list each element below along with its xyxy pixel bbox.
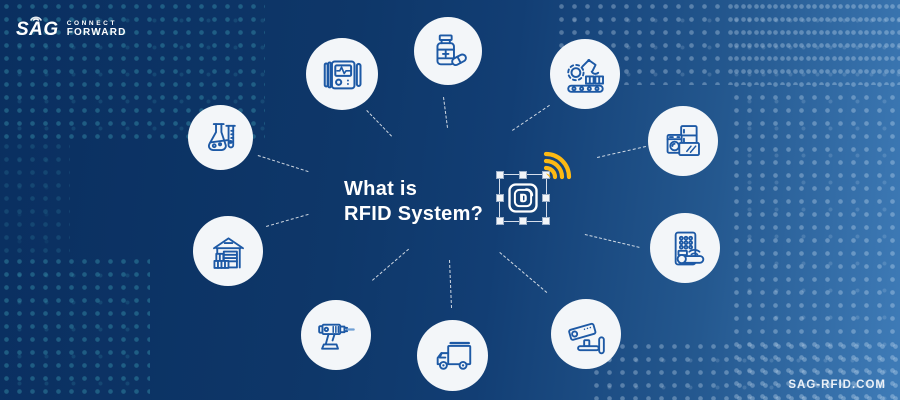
connector-lock <box>584 234 640 248</box>
connector-flask <box>257 155 309 173</box>
connector-camera <box>499 252 548 293</box>
medical-monitor-icon <box>323 60 362 90</box>
medicine-bottle-and-pill-icon <box>436 34 467 67</box>
industry-circle-logistics <box>417 320 488 391</box>
frame-handle <box>542 194 550 202</box>
delivery-truck-icon <box>436 341 471 370</box>
connector-drill <box>372 248 410 281</box>
industry-circle-automation <box>550 39 620 109</box>
smart-door-lock-icon <box>674 231 704 265</box>
website-url: SAG-RFID.COM <box>788 379 886 391</box>
frame-handle <box>496 217 504 225</box>
connector-truck <box>449 260 453 308</box>
page-title: What is RFID System? <box>344 177 483 227</box>
frame-handle <box>542 217 550 225</box>
home-appliances-icon <box>666 124 700 156</box>
dot-pattern-bottom-right <box>590 340 900 400</box>
chemistry-flasks-icon <box>208 123 236 151</box>
connector-pills <box>443 97 448 128</box>
logo-tagline-top: CONNECT <box>66 20 118 28</box>
industry-circle-security <box>551 299 621 369</box>
title-line-2: RFID System? <box>344 203 484 225</box>
connector-monitor <box>366 110 393 137</box>
industry-circle-access-control <box>650 213 720 283</box>
connector-robot <box>512 104 550 131</box>
logo-signal-icon <box>30 16 42 21</box>
logo-tagline-bottom: FORWARD <box>66 27 127 39</box>
warehouse-icon <box>212 236 244 269</box>
connector-warehouse <box>266 213 309 227</box>
frame-handle <box>519 171 527 179</box>
power-drill-icon <box>317 323 355 350</box>
sag-logo: SAG CONNECT FORWARD <box>16 13 127 41</box>
frame-handle <box>519 217 527 225</box>
frame-handle <box>496 194 504 202</box>
industry-circle-chemistry <box>188 105 253 170</box>
dot-pattern-bottom-left <box>0 255 150 400</box>
industry-circle-warehouse <box>193 216 263 286</box>
frame-handle <box>542 171 550 179</box>
industry-circle-medical <box>306 38 378 110</box>
rfid-signal-waves-icon <box>543 151 572 180</box>
robotic-arm-conveyor-icon <box>567 59 604 93</box>
dot-pattern-right-edge <box>730 0 900 400</box>
connector-appliance <box>597 146 646 158</box>
industry-circle-appliances <box>648 106 718 176</box>
rfid-tag-icon <box>508 183 538 213</box>
rfid-tag-selection-frame <box>496 171 550 225</box>
title-line-1: What is <box>344 178 418 200</box>
industry-circle-tools <box>301 300 371 370</box>
industry-circle-pharmacy <box>414 17 482 85</box>
dot-pattern-left-edge <box>0 140 70 255</box>
logo-brand-text: SAG <box>16 19 59 40</box>
cctv-camera-icon <box>567 322 605 354</box>
frame-handle <box>496 171 504 179</box>
